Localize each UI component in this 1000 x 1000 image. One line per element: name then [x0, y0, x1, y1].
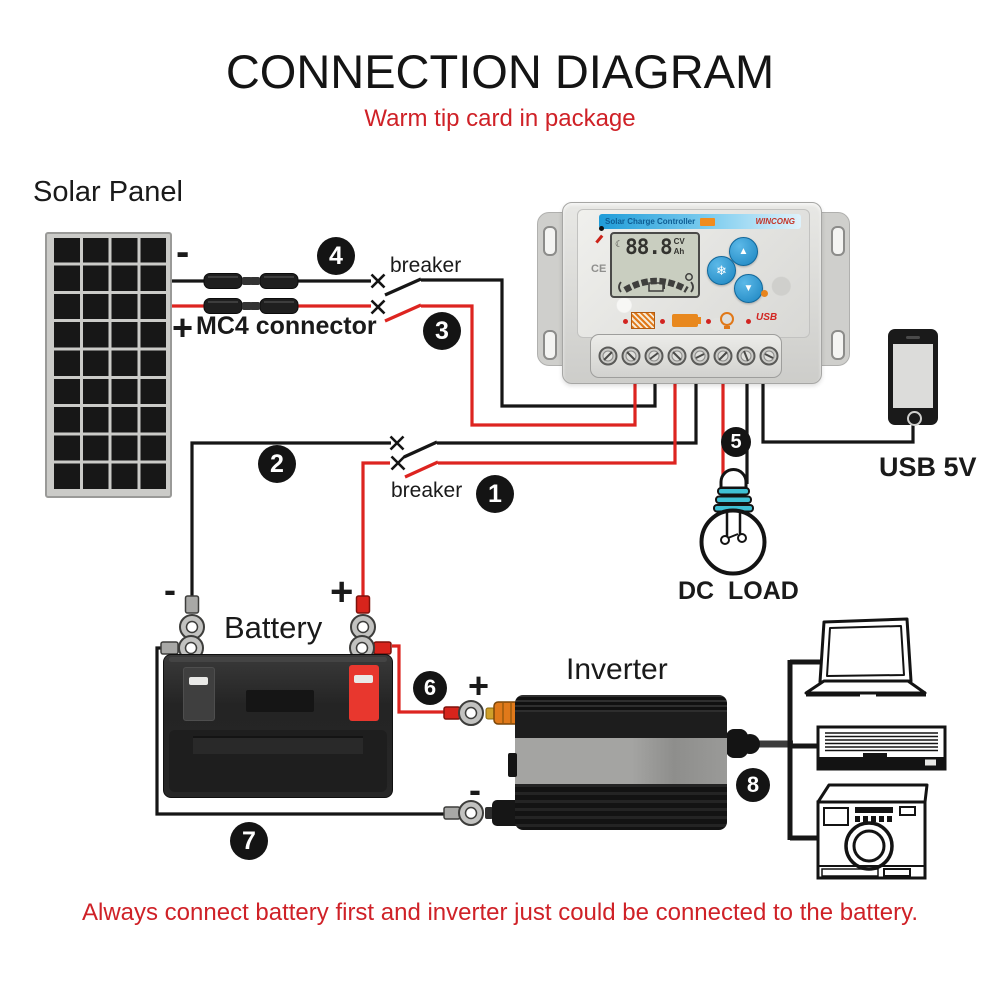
battery-plus-sign: +: [330, 570, 354, 614]
battery-output-icon-nub: [698, 317, 701, 324]
led-icon: [706, 319, 711, 324]
bulb-icon: [699, 468, 767, 576]
inverter-output-plug: [726, 729, 793, 758]
battery-label: Battery: [224, 610, 323, 645]
up-button[interactable]: ▲: [729, 237, 758, 266]
solar-cell-grid: [51, 238, 166, 492]
battery-output-icon: [672, 314, 698, 327]
down-button[interactable]: ▼: [734, 274, 763, 303]
ce-mark: CE: [591, 263, 607, 275]
moon-icon: ☾: [615, 239, 624, 249]
phone-speaker-icon: [906, 336, 920, 339]
terminal-strip: [590, 334, 782, 378]
footer-note: Always connect battery first and inverte…: [81, 899, 918, 926]
inverter-side-tab: [508, 753, 517, 777]
battery-minus-sign: -: [164, 569, 176, 610]
mounting-keyhole-icon: [831, 226, 845, 256]
breaker-top-label: breaker: [390, 254, 462, 277]
breaker-x-icon: [370, 273, 406, 471]
controller-lcd: ☾ 88.8 CV Ah: [610, 232, 700, 298]
mode-button[interactable]: ❄: [707, 256, 736, 285]
laptop-icon: [804, 617, 927, 697]
load-output-icon: [720, 312, 734, 326]
dc-load-label: DC LOAD: [678, 577, 799, 605]
inverter-bottom-fins: [515, 784, 727, 830]
inverter-upper-body: [515, 712, 727, 738]
controller-header-band: Solar Charge Controller WINCONG: [599, 214, 801, 229]
callout-2: 2: [258, 445, 296, 483]
phone-screen: [893, 344, 933, 408]
smartphone-image: [888, 329, 938, 426]
lcd-gauge-icon: [618, 273, 694, 293]
battery-image: [163, 654, 393, 798]
ac-output-bracket: [787, 659, 823, 841]
solar-panel-image: [45, 232, 172, 498]
snowflake-icon: ❄: [716, 262, 727, 278]
usb-print-label: USB: [756, 312, 778, 323]
pv-minus-sign: -: [176, 230, 190, 274]
callout-1: 1: [476, 475, 514, 513]
callout-6: 6: [413, 671, 447, 705]
controller-header-text: Solar Charge Controller: [605, 217, 696, 226]
ring-lug-icons: [160, 595, 484, 826]
inverter-image: [508, 695, 727, 830]
bulb-indicator-icon: [761, 290, 768, 297]
inverter-gray-band: [515, 738, 727, 784]
callout-5: 5: [721, 427, 751, 457]
inverter-minus-terminal: [485, 800, 522, 826]
breaker-bottom-label: breaker: [391, 479, 463, 502]
lcd-value: 88.8: [625, 235, 673, 259]
usb-5v-label: USB 5V: [879, 452, 977, 482]
battery-label-plate: [246, 690, 314, 712]
battery-top-highlight: [169, 657, 387, 662]
brand-logo: WINCONG: [755, 217, 795, 226]
inverter-minus-sign: -: [469, 769, 481, 810]
callout-8: 8: [736, 768, 770, 802]
led-icon: [623, 319, 628, 324]
red-wires: [163, 303, 725, 714]
phone-home-button-icon: [907, 411, 922, 426]
mounting-keyhole-icon: [543, 226, 557, 256]
inverter-top-fins: [515, 695, 727, 712]
solar-input-icon: [631, 312, 655, 329]
terminal-screws: [598, 346, 779, 366]
pv-plus-sign: +: [172, 307, 194, 348]
page-title: CONNECTION DIAGRAM: [225, 45, 775, 98]
mounting-keyhole-icon: [543, 330, 557, 360]
callout-3: 3: [423, 312, 461, 350]
mc4-connector-icon: [203, 273, 299, 314]
led-icon: [746, 319, 751, 324]
load-output-icon-stem: [724, 326, 730, 329]
washing-machine-icon: [816, 783, 929, 880]
lcd-unit-volts: CV: [673, 237, 685, 246]
callout-4: 4: [317, 237, 355, 275]
black-wires: [155, 277, 915, 816]
indicator-dot-icon: [599, 226, 604, 231]
callout-7: 7: [230, 822, 268, 860]
solar-panel-label: Solar Panel: [33, 176, 183, 208]
mounting-keyhole-icon: [831, 330, 845, 360]
page-subtitle: Warm tip card in package: [364, 105, 636, 132]
led-icon: [660, 319, 665, 324]
down-arrow-icon: ▼: [743, 283, 754, 294]
pwm-badge-icon: [700, 217, 716, 226]
up-arrow-icon: ▲: [738, 246, 749, 257]
inverter-plus-sign: +: [468, 665, 490, 706]
battery-handle-recess: [193, 736, 363, 754]
charge-controller-image: Solar Charge Controller WINCONG ☾ 88.8 C…: [535, 200, 850, 392]
mc4-connector-label: MC4 connector: [196, 312, 377, 340]
inverter-label: Inverter: [566, 653, 668, 686]
battery-negative-terminal: [183, 667, 215, 721]
air-conditioner-icon: [816, 725, 947, 771]
battery-positive-terminal: [349, 665, 379, 721]
lcd-unit-amphours: Ah: [673, 246, 685, 256]
